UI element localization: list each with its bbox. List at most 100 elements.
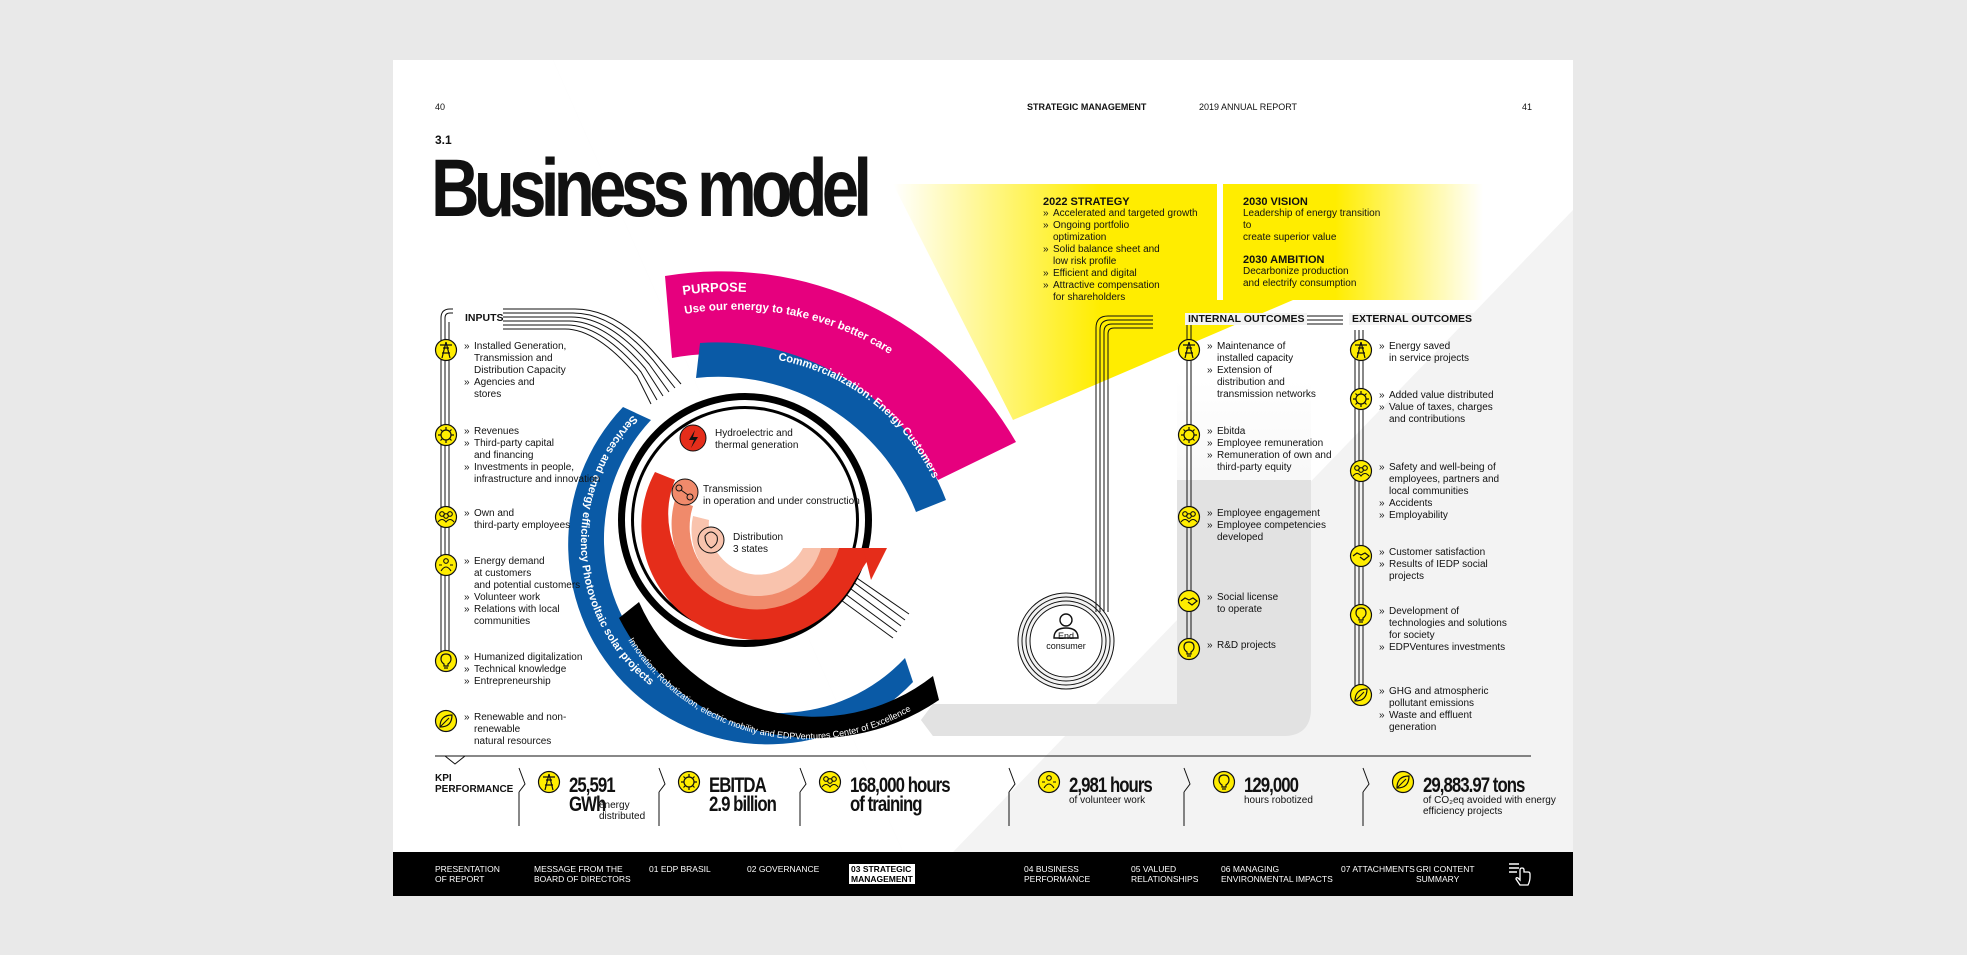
kpi-separator xyxy=(657,766,669,833)
inputs-title: INPUTS xyxy=(465,312,504,324)
kpi-value: of training xyxy=(850,793,923,816)
external-outcome-item-line: Accidents xyxy=(1379,498,1499,510)
innovation-label-path: Innovation: Robotization, electric mobil… xyxy=(626,636,912,742)
input-item-line: Investments in people, xyxy=(464,462,600,474)
lightbulb-icon xyxy=(1349,603,1373,627)
internal-outcome-item-line: installed capacity xyxy=(1217,353,1294,364)
external-outcome-item-line: Development of xyxy=(1379,606,1507,618)
demand-icon xyxy=(434,553,458,577)
internal-outcome-item-group: Employee engagementEmployee competencies… xyxy=(1207,508,1326,544)
report-label: 2019 ANNUAL REPORT xyxy=(1199,102,1298,112)
nav-item-label: GRI CONTENT xyxy=(1416,864,1475,874)
input-item-line: Installed Generation, xyxy=(464,341,566,353)
generation-label: Hydroelectric and thermal generation xyxy=(715,428,798,452)
touch-menu-icon[interactable] xyxy=(1507,860,1533,888)
core-arrowhead xyxy=(863,548,887,580)
internal-outcome-item-line: third-party equity xyxy=(1217,462,1292,473)
internal-outcome-item-line: Maintenance of xyxy=(1207,341,1316,353)
kpi-value: 29,883.97 tons xyxy=(1423,774,1525,797)
page-number-right: 41 xyxy=(1522,102,1533,112)
input-item-line: and potential customers xyxy=(474,580,581,591)
vision-line-3: create superior value xyxy=(1243,232,1337,243)
external-outcome-item-line: and contributions xyxy=(1389,414,1466,425)
leaf-icon xyxy=(434,709,458,733)
external-outcome-item-line: Added value distributed xyxy=(1379,390,1494,402)
nav-item-label: 03 STRATEGIC xyxy=(849,864,915,874)
nav-item-label: SUMMARY xyxy=(1416,874,1460,884)
kpi-separator xyxy=(517,766,529,833)
internal-outcome-item-line: distribution and xyxy=(1217,377,1285,388)
nav-item[interactable]: 01 EDP BRASIL xyxy=(649,864,711,874)
internal-outcome-item-line: developed xyxy=(1217,532,1264,543)
external-outcome-item-line: technologies and solutions xyxy=(1389,618,1507,629)
input-item-line: Humanized digitalization xyxy=(464,652,582,664)
kpi-value: EBITDA xyxy=(709,774,767,797)
distribution-line-1: Distribution xyxy=(733,532,784,543)
hand-pointer-icon xyxy=(1509,863,1531,886)
external-outcome-item-line: Customer satisfaction xyxy=(1379,547,1488,559)
people-icon xyxy=(1349,459,1373,483)
input-item-line: Revenues xyxy=(464,426,600,438)
leaf-icon xyxy=(1391,770,1415,794)
kpi-caption: distributed xyxy=(599,811,646,822)
nav-item-label: BOARD OF DIRECTORS xyxy=(534,874,631,884)
tower-icon xyxy=(434,338,458,362)
gear-money-icon xyxy=(1349,387,1373,411)
purpose-label: PURPOSE xyxy=(681,280,747,298)
map-icon xyxy=(704,531,718,549)
kpi-value: 168,000 hours xyxy=(850,774,951,797)
kpi-value: 129,000 xyxy=(1244,774,1299,797)
nav-item-label: 04 BUSINESS xyxy=(1024,864,1079,874)
people-icon xyxy=(434,505,458,529)
kpi-label: KPI PERFORMANCE xyxy=(435,773,513,795)
ambition-title: 2030 AMBITION xyxy=(1243,254,1325,266)
distribution-icon xyxy=(697,526,725,554)
tower-icon xyxy=(1349,338,1373,362)
input-item-line: Third-party capital xyxy=(464,438,600,450)
internal-outcome-item-line: Extension of xyxy=(1207,365,1316,377)
distribution-label: Distribution 3 states xyxy=(733,532,783,556)
ambition-line-2: and electrify consumption xyxy=(1243,278,1357,289)
external-outcome-item-group: Customer satisfactionResults of IEDP soc… xyxy=(1379,547,1488,583)
innovation-arc xyxy=(619,602,939,739)
nav-item[interactable]: 07 ATTACHMENTS xyxy=(1341,864,1415,874)
input-item-line: Relations with local xyxy=(464,604,580,616)
external-outcome-item-line: local communities xyxy=(1389,486,1469,497)
external-outcome-item-line: Safety and well-being of xyxy=(1379,462,1499,474)
distribution-band xyxy=(691,516,821,597)
lightbulb-icon xyxy=(434,649,458,673)
input-item-line: Volunteer work xyxy=(464,592,580,604)
vision-title: 2030 VISION xyxy=(1243,196,1308,208)
nav-item-label: 02 GOVERNANCE xyxy=(747,864,820,874)
end-consumer-line-1: End xyxy=(1057,631,1074,641)
kpi-separator xyxy=(1007,766,1019,833)
kpi-caption: energy xyxy=(599,800,630,811)
external-outcome-item-line: Employability xyxy=(1379,510,1499,522)
nav-item[interactable]: 02 GOVERNANCE xyxy=(747,864,819,874)
nav-item-label: 05 VALUED xyxy=(1131,864,1177,874)
input-item-line: Entrepreneurship xyxy=(464,676,582,688)
nav-item-label: ENVIRONMENTAL IMPACTS xyxy=(1221,874,1333,884)
nav-item-label: MANAGEMENT xyxy=(849,874,915,884)
people-icon xyxy=(818,770,842,794)
lightbulb-icon xyxy=(1177,637,1201,661)
strategy-2022-title: 2022 STRATEGY xyxy=(1043,196,1130,208)
kpi-label-line-2: PERFORMANCE xyxy=(435,784,514,795)
section-label: STRATEGIC MANAGEMENT xyxy=(1027,102,1147,112)
